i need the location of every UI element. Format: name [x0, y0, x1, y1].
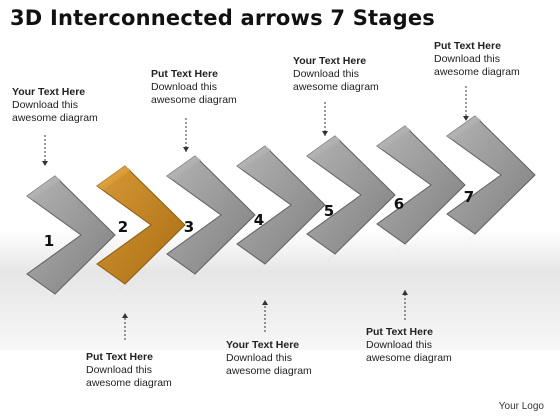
stage-number: 3: [184, 218, 194, 236]
callout-6: Your Text Here Download this awesome dia…: [293, 55, 379, 94]
stage-6-arrow: 6: [376, 125, 466, 254]
stage-number: 2: [118, 218, 128, 236]
stage-number: 1: [44, 232, 54, 250]
callout-line: awesome diagram: [366, 352, 452, 364]
guide-arrowhead: [183, 147, 189, 152]
callout-line: awesome diagram: [293, 81, 379, 93]
guide-arrowhead: [262, 300, 268, 305]
callout-line: Download this: [434, 53, 500, 65]
callout-line: Download this: [366, 339, 432, 351]
arrow-rim: [97, 166, 131, 190]
stage-7-arrow: 7: [446, 115, 536, 244]
callout-line: awesome diagram: [151, 94, 237, 106]
arrow-rim: [447, 116, 481, 140]
callout-7: Put Text Here Download this awesome diag…: [434, 40, 520, 79]
arrow-rim: [377, 126, 411, 150]
arrow-rim: [237, 146, 271, 170]
callout-5: Put Text Here Download this awesome diag…: [366, 326, 452, 365]
callout-2: Put Text Here Download this awesome diag…: [86, 351, 172, 390]
callout-1: Your Text Here Download this awesome dia…: [12, 86, 98, 125]
guide-arrowhead: [322, 131, 328, 136]
callout-line: Download this: [12, 99, 78, 111]
callout-3: Your Text Here Download this awesome dia…: [226, 339, 312, 378]
page-title: 3D Interconnected arrows 7 Stages: [10, 6, 436, 30]
arrow-rim: [27, 176, 61, 200]
stage-number: 4: [254, 211, 264, 229]
callout-heading: Your Text Here: [293, 55, 367, 67]
stage-5-arrow: 5: [306, 135, 396, 264]
callout-line: Download this: [86, 364, 152, 376]
callout-line: Download this: [151, 81, 217, 93]
callout-heading: Put Text Here: [86, 351, 153, 363]
callout-line: Download this: [226, 352, 292, 364]
callout-line: awesome diagram: [434, 66, 520, 78]
arrow-rim: [307, 136, 341, 160]
stage-number: 5: [324, 202, 334, 220]
callout-4: Put Text Here Download this awesome diag…: [151, 68, 237, 107]
stage-3-arrow: 3: [166, 155, 256, 284]
callout-heading: Put Text Here: [434, 40, 501, 52]
callout-heading: Put Text Here: [366, 326, 433, 338]
logo-placeholder: Your Logo: [498, 401, 544, 412]
stage-4-arrow: 4: [236, 145, 326, 274]
callout-heading: Put Text Here: [151, 68, 218, 80]
guide-arrowhead: [402, 290, 408, 295]
stage-1-arrow: 1: [26, 175, 116, 304]
guide-arrowhead: [42, 161, 48, 166]
arrow-rim: [167, 156, 201, 180]
callout-line: Download this: [293, 68, 359, 80]
callout-line: awesome diagram: [86, 377, 172, 389]
guide-arrowhead: [463, 116, 469, 121]
callout-heading: Your Text Here: [226, 339, 300, 351]
stage-2-arrow: 2: [96, 165, 186, 294]
stage-number: 7: [464, 188, 474, 206]
callout-heading: Your Text Here: [12, 86, 86, 98]
guide-arrowhead: [122, 313, 128, 318]
callout-line: awesome diagram: [12, 112, 98, 124]
stage-number: 6: [394, 195, 404, 213]
callout-line: awesome diagram: [226, 365, 312, 377]
